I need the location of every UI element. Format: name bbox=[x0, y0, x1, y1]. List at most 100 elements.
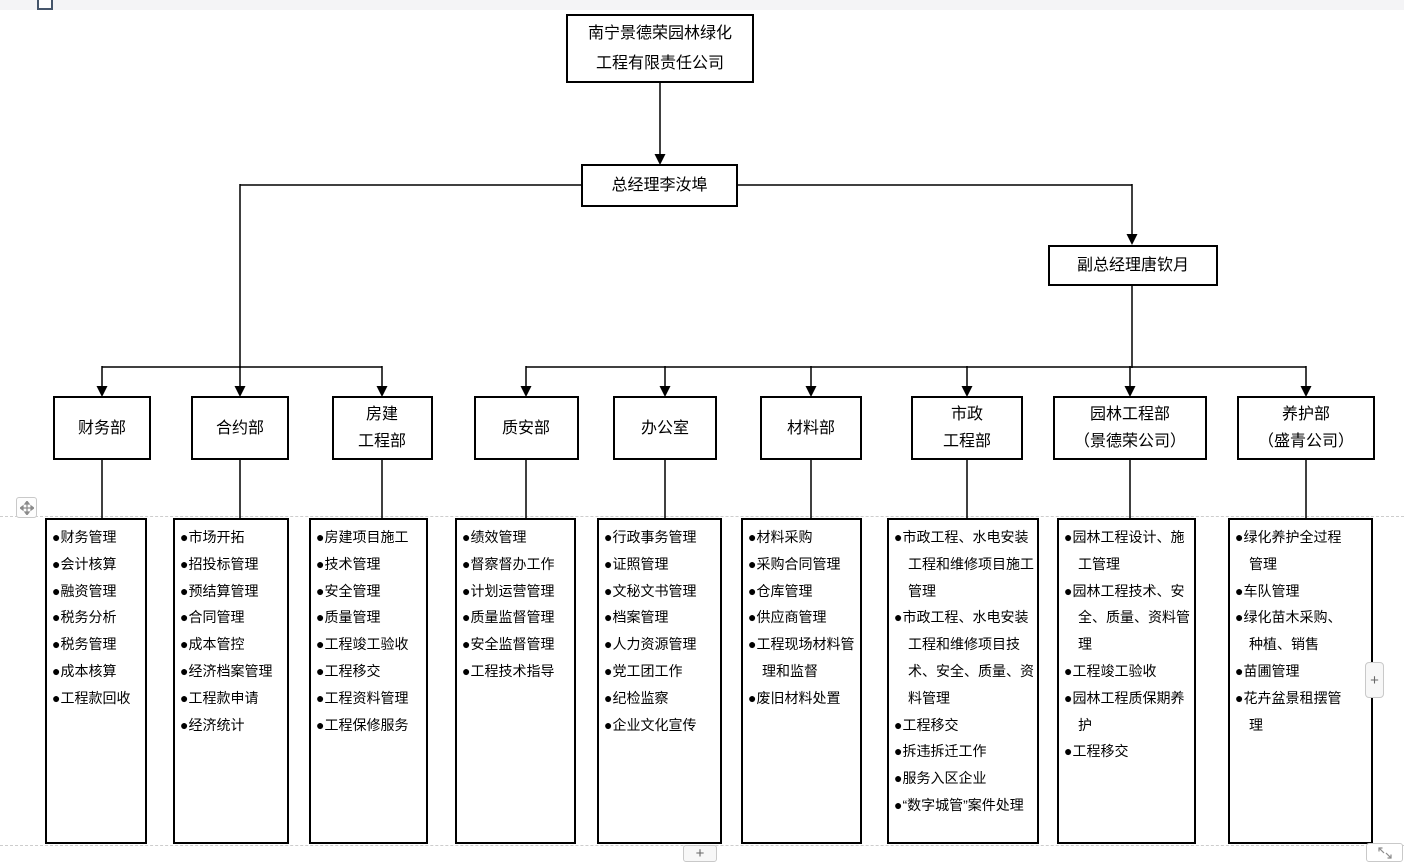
duty-item: ●绿化养护全过程管理 bbox=[1235, 529, 1342, 572]
duty-item: ●企业文化宣传 bbox=[604, 716, 697, 733]
duty-item: ●融资管理 bbox=[52, 582, 117, 599]
department-box[interactable]: 办公室 bbox=[613, 396, 717, 460]
duty-item: ●经济统计 bbox=[180, 716, 245, 733]
general-manager-box[interactable]: 总经理李汝埠 bbox=[581, 164, 738, 207]
duty-item: ●安全管理 bbox=[316, 582, 381, 599]
duty-item: ●质量管理 bbox=[316, 609, 381, 626]
department-box[interactable]: 财务部 bbox=[53, 396, 151, 460]
department-name: 园林工程部 bbox=[1089, 406, 1170, 423]
duty-item: ●税务管理 bbox=[52, 636, 117, 653]
duty-item: ●督察督办工作 bbox=[462, 555, 555, 572]
department-box[interactable]: 园林工程部（景德荣公司） bbox=[1053, 396, 1207, 460]
department-name: 房建 bbox=[365, 406, 398, 423]
duty-item: ●人力资源管理 bbox=[604, 636, 697, 653]
department-duties-box[interactable]: ●市政工程、水电安装工程和维修项目施工管理 ●市政工程、水电安装工程和维修项目技术… bbox=[887, 518, 1039, 844]
move-icon bbox=[19, 500, 34, 515]
department-duties-box[interactable]: ●市场开拓 ●招投标管理 ●预结算管理 ●合同管理 ●成本管控 ●经济档案管理 ●工程款申请… bbox=[173, 518, 289, 844]
duty-item: ●预结算管理 bbox=[180, 582, 259, 599]
duty-item: ●成本核算 bbox=[52, 662, 117, 679]
duty-item: ●文秘文书管理 bbox=[604, 582, 697, 599]
department-box[interactable]: 市政工程部 bbox=[911, 396, 1023, 460]
department-name: 质安部 bbox=[501, 419, 550, 437]
duty-item: ●工程现场材料管理和监督 bbox=[748, 636, 855, 679]
deputy-general-manager-box[interactable]: 副总经理唐钦月 bbox=[1048, 245, 1218, 286]
general-manager-label: 总经理李汝埠 bbox=[611, 176, 708, 194]
deputy-general-manager-label: 副总经理唐钦月 bbox=[1076, 256, 1189, 274]
department-duties-box[interactable]: ●财务管理●会计核算●融资管理●税务分析●税务管理●成本核算●工程款回收 bbox=[45, 518, 147, 844]
duty-item: ●园林工程设计、施工管理 bbox=[1064, 529, 1185, 572]
resize-diagonal-icon bbox=[1377, 846, 1392, 859]
department-duties-box[interactable]: ●房建项目施工●技术管理●安全管理●质量管理●工程竣工验收●工程移交●工程资料管… bbox=[309, 518, 428, 844]
duty-item: ●仓库管理 bbox=[748, 582, 813, 599]
department-box[interactable]: 质安部 bbox=[473, 396, 579, 460]
duty-item: ●工程竣工验收 bbox=[316, 636, 409, 653]
department-box[interactable]: 材料部 bbox=[760, 396, 862, 460]
root-company-box[interactable]: 南宁景德荣园林绿化 工程有限责任公司 bbox=[566, 14, 754, 83]
duty-item: ●拆违拆迁工作 bbox=[894, 743, 987, 760]
department-duties-box[interactable]: ●绩效管理 ●督察督办工作 ●计划运营管理 ●质量监督管理 ●安全监督管理 ●工程技术指导 bbox=[455, 518, 576, 844]
department-duties-box[interactable]: ●行政事务管理 ●证照管理 ●文秘文书管理 ●档案管理 ●人力资源管理 ●党工团工作 ●纪检… bbox=[597, 518, 722, 844]
duty-item: ●工程款申请 bbox=[180, 689, 259, 706]
duty-item: ●服务入区企业 bbox=[894, 770, 987, 787]
duty-item: ●苗圃管理 bbox=[1235, 662, 1300, 679]
duty-item: ●税务分析 bbox=[52, 609, 117, 626]
duty-item: ●车队管理 bbox=[1235, 582, 1300, 599]
department-box[interactable]: 房建工程部 bbox=[331, 396, 433, 460]
duty-item: ●材料采购 bbox=[748, 529, 813, 545]
duty-item: ●“数字城管”案件处理 bbox=[894, 796, 1024, 813]
department-name: 工程部 bbox=[357, 433, 406, 450]
department-name: 财务部 bbox=[77, 419, 126, 437]
department-name: 合约部 bbox=[215, 419, 264, 437]
duty-item: ●成本管控 bbox=[180, 636, 245, 653]
duty-item: ●工程竣工验收 bbox=[1064, 662, 1157, 679]
duty-item: ●安全监督管理 bbox=[462, 636, 555, 653]
department-duties-box[interactable]: ●绿化养护全过程管理 ●车队管理 ●绿化苗木采购、种植、销售 ●苗圃管理 ●花卉盆景租摆… bbox=[1228, 518, 1373, 844]
department-box[interactable]: 养护部（盛青公司） bbox=[1237, 396, 1375, 460]
duty-item: ●招投标管理 bbox=[180, 555, 259, 572]
duty-item: ●技术管理 bbox=[316, 555, 381, 572]
department-duties-box[interactable]: ●材料采购 ●采购合同管理 ●仓库管理 ●供应商管理 ●工程现场材料管理和监督 ●废旧材料… bbox=[741, 518, 862, 844]
duty-item: ●工程移交 bbox=[1064, 743, 1129, 760]
duty-item: ●房建项目施工 bbox=[316, 529, 409, 545]
anchor-square-icon bbox=[37, 0, 53, 10]
duty-item: ●合同管理 bbox=[180, 609, 245, 626]
canvas-boundary-top-dashed bbox=[0, 516, 1404, 517]
duty-item: ●采购合同管理 bbox=[748, 555, 841, 572]
duty-item: ●市政工程、水电安装工程和维修项目技术、安全、质量、资料管理 bbox=[894, 609, 1034, 706]
duty-item: ●花卉盆景租摆管理 bbox=[1235, 689, 1342, 733]
company-name-line1: 南宁景德荣园林绿化 bbox=[587, 24, 732, 42]
department-duties-box[interactable]: ●园林工程设计、施工管理●园林工程技术、安全、质量、资料管理●工程竣工验收●园林… bbox=[1057, 518, 1196, 844]
duty-item: ●供应商管理 bbox=[748, 609, 827, 626]
top-strip bbox=[0, 0, 1404, 10]
duty-item: ●经济档案管理 bbox=[180, 662, 273, 679]
department-box[interactable]: 合约部 bbox=[191, 396, 289, 460]
add-shape-bottom-button[interactable]: + bbox=[683, 845, 717, 862]
department-name: 办公室 bbox=[640, 419, 689, 437]
duty-item: ●计划运营管理 bbox=[462, 582, 555, 599]
duty-item: ●工程技术指导 bbox=[462, 662, 555, 679]
duty-item: ●纪检监察 bbox=[604, 689, 669, 706]
duty-item: ●市政工程、水电安装工程和维修项目施工管理 bbox=[894, 529, 1034, 599]
duty-item: ●市场开拓 bbox=[180, 529, 245, 545]
add-shape-right-button[interactable]: + bbox=[1365, 662, 1384, 698]
duty-item: ●工程资料管理 bbox=[316, 689, 409, 706]
duty-item: ●工程保修服务 bbox=[316, 716, 409, 733]
duty-item: ●绩效管理 bbox=[462, 529, 527, 545]
duty-item: ●档案管理 bbox=[604, 609, 669, 626]
duty-item: ●绿化苗木采购、种植、销售 bbox=[1235, 609, 1342, 653]
duty-item: ●工程移交 bbox=[894, 716, 959, 733]
duty-item: ●会计核算 bbox=[52, 555, 117, 572]
department-name: （盛青公司） bbox=[1257, 433, 1354, 450]
duty-item: ●行政事务管理 bbox=[604, 529, 697, 545]
department-name: 市政 bbox=[950, 406, 983, 423]
duty-item: ●废旧材料处置 bbox=[748, 689, 841, 706]
duty-item: ●质量监督管理 bbox=[462, 609, 555, 626]
company-name-line2: 工程有限责任公司 bbox=[595, 54, 724, 72]
duty-item: ●党工团工作 bbox=[604, 662, 683, 679]
duty-item: ●工程款回收 bbox=[52, 689, 131, 706]
move-handle-button[interactable] bbox=[16, 497, 37, 518]
duty-item: ●园林工程技术、安全、质量、资料管理 bbox=[1064, 582, 1190, 653]
department-name: 工程部 bbox=[942, 433, 991, 450]
resize-corner-button[interactable] bbox=[1366, 843, 1403, 862]
duty-item: ●证照管理 bbox=[604, 555, 669, 572]
